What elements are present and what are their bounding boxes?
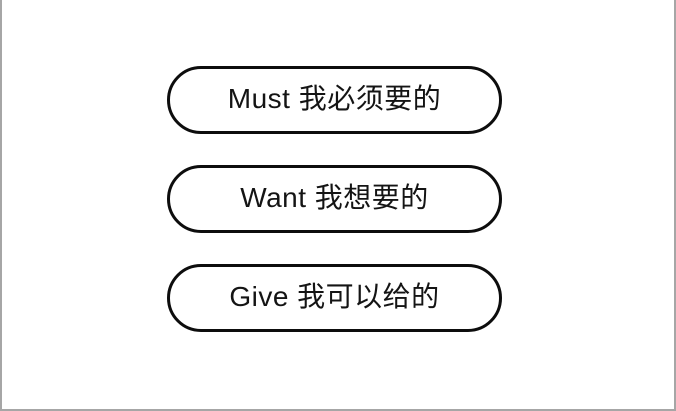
pill-must[interactable]: Must 我必须要的: [167, 66, 502, 134]
pill-want-label: Want 我想要的: [240, 182, 429, 213]
pill-give-label: Give 我可以给的: [229, 281, 440, 312]
pill-must-label: Must 我必须要的: [227, 83, 442, 114]
pill-want[interactable]: Want 我想要的: [167, 165, 502, 233]
pill-give[interactable]: Give 我可以给的: [167, 264, 502, 332]
